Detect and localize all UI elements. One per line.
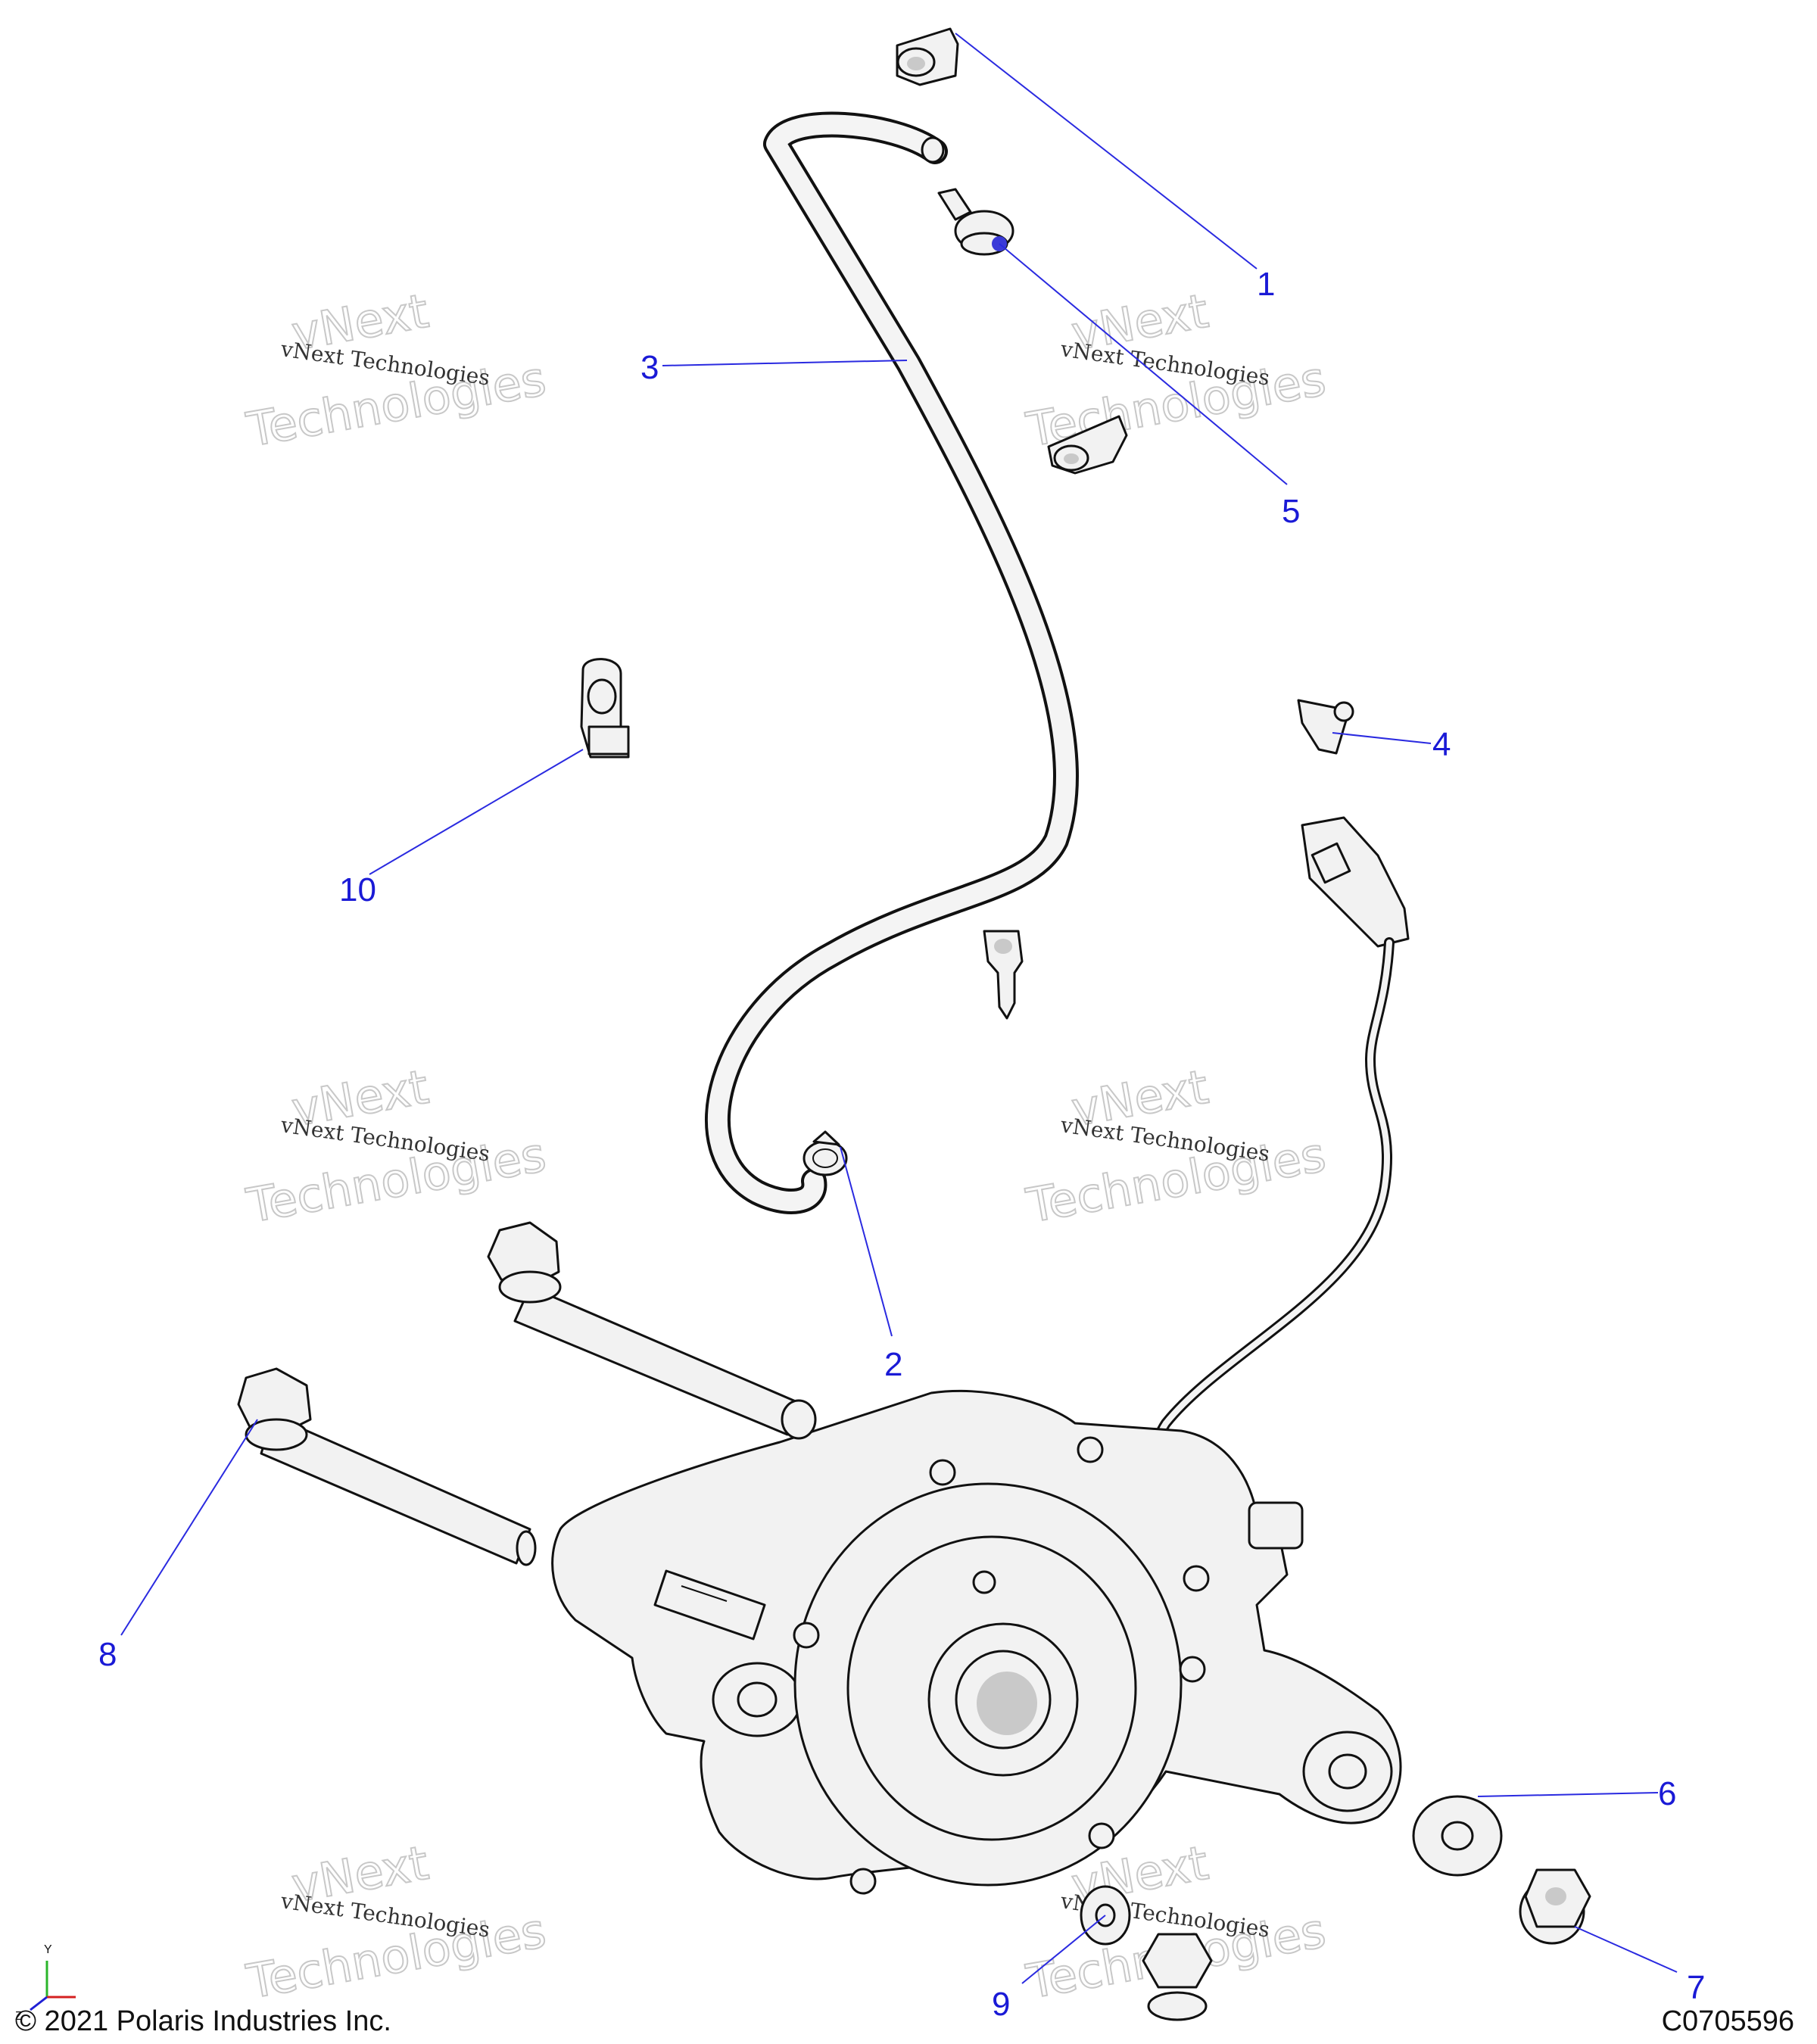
part-clip-mid [1047, 415, 1128, 475]
callout-4: 4 [1432, 726, 1451, 763]
part-vent-hose [705, 111, 1079, 1214]
part-long-bolt-upper [487, 1221, 804, 1436]
copyright-text: © 2021 Polaris Industries Inc. [15, 2005, 391, 2037]
part-hose-clamp [803, 1130, 848, 1176]
part-cable-clamp [580, 658, 630, 759]
leader-5 [999, 243, 1288, 485]
leader-lines [120, 33, 1678, 1984]
leader-9 [1021, 1915, 1106, 1984]
part-hose-clip-top [896, 27, 959, 86]
callout-5: 5 [1282, 493, 1300, 530]
callout-numbers: 1 2 3 4 5 6 7 8 9 10 [98, 266, 1705, 2023]
callout-2: 2 [884, 1346, 902, 1383]
part-push-clip [1297, 699, 1354, 755]
callout-3: 3 [640, 349, 659, 386]
leader-1 [955, 33, 1258, 270]
callout-9: 9 [992, 1986, 1010, 2023]
drawing-id: C0705596 [1661, 2005, 1794, 2037]
axis-triad: Y Z [15, 1943, 76, 2023]
leader-10 [369, 749, 584, 875]
leader-8 [120, 1419, 258, 1636]
callout-1: 1 [1257, 266, 1275, 303]
axis-label-z: Z [15, 2010, 23, 2023]
axis-label-y: Y [44, 1943, 52, 1956]
callout-6: 6 [1658, 1775, 1676, 1812]
callout-8: 8 [98, 1636, 117, 1673]
part-vent-fitting [937, 188, 1014, 256]
part-nut-lower [1142, 1933, 1213, 2021]
leader-6 [1477, 1792, 1659, 1797]
callout-10: 10 [339, 871, 376, 908]
callout-7: 7 [1687, 1969, 1705, 2006]
part-long-bolt-lower [237, 1367, 537, 1566]
leader-7 [1574, 1926, 1678, 1973]
part-key-tab [983, 930, 1024, 1020]
leader-4 [1332, 732, 1432, 744]
part-spacer [1412, 1795, 1503, 1877]
part-gearcase-housing [551, 1389, 1402, 1895]
part-flange-nut [1519, 1868, 1591, 1945]
leader-2 [840, 1146, 893, 1337]
leader-3 [662, 360, 908, 366]
